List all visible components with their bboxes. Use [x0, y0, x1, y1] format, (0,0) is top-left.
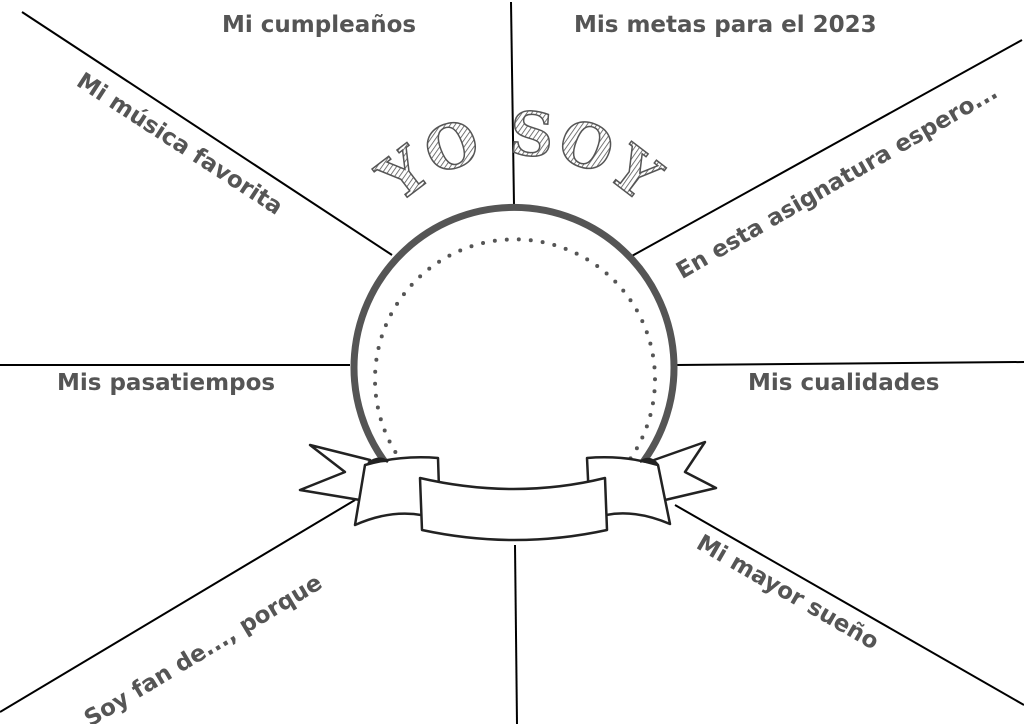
ribbon-banner — [298, 440, 718, 542]
label-hobbies: Mis pasatiempos — [57, 370, 276, 396]
divider-bottom — [514, 544, 518, 724]
divider-top-left — [21, 11, 393, 256]
divider-bottom-left — [0, 499, 356, 713]
label-goals: Mis metas para el 2023 — [574, 12, 877, 38]
label-birthday: Mi cumpleaños — [222, 12, 417, 38]
dotted-circle — [373, 237, 657, 464]
divider-bottom-right — [674, 504, 1024, 706]
title-yo-soy: YO SOY — [365, 99, 675, 216]
divider-right — [675, 361, 1024, 366]
divider-top — [510, 1, 515, 206]
divider-top-right — [629, 39, 1023, 258]
label-qualities: Mis cualidades — [748, 370, 940, 396]
photo-frame-circle — [350, 203, 678, 469]
ribbon-center — [418, 476, 609, 542]
